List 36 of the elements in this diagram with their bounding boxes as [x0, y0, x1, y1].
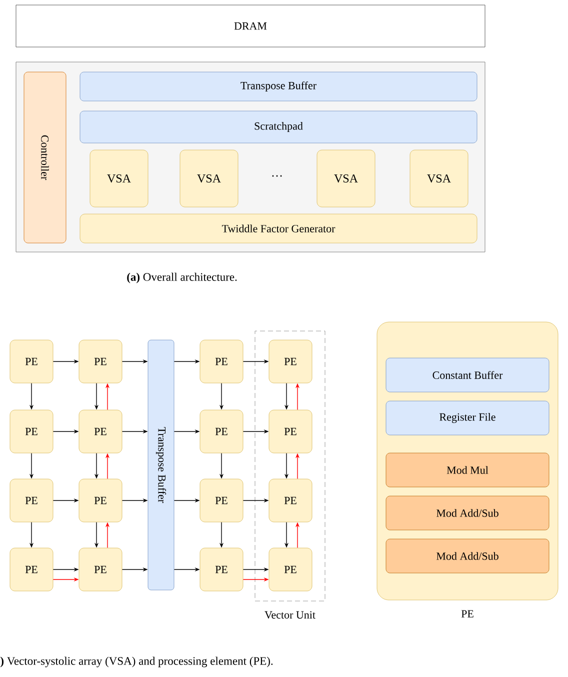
unit-box: PE [10, 548, 54, 592]
unit-box: PE [78, 548, 122, 592]
buffer-box: Scratchpad [80, 110, 478, 144]
unit-box: PE [78, 478, 122, 522]
unit-box: PE [10, 340, 54, 384]
caption: ) Vector-systolic array (VSA) and processing element (PE). [0, 656, 273, 668]
unit-box: PE [200, 478, 244, 522]
unit-box: PE [10, 478, 54, 522]
unit-box: PE [78, 410, 122, 454]
unit-box: Twiddle Factor Generator [80, 214, 478, 244]
module-box: Mod Add/Sub [386, 538, 550, 574]
ellipsis: … [272, 175, 282, 177]
caption: (a) Overall architecture. [127, 272, 237, 284]
unit-box: PE [268, 340, 312, 384]
unit-box: PE [200, 340, 244, 384]
unit-box: PE [10, 410, 54, 454]
unit-box: PE [268, 478, 312, 522]
controller-box: Controller [24, 72, 66, 244]
unit-box: VSA [316, 150, 376, 208]
unit-box: VSA [180, 150, 238, 208]
memory-box: DRAM [16, 4, 486, 48]
buffer-box: Constant Buffer [386, 358, 550, 392]
buffer-box: Transpose Buffer [148, 340, 174, 590]
unit-box: VSA [410, 150, 468, 208]
buffer-box: Transpose Buffer [80, 72, 478, 102]
unit-box: PE [78, 340, 122, 384]
buffer-box: Register File [386, 400, 550, 436]
node-label: PE [461, 610, 474, 618]
unit-box: PE [268, 410, 312, 454]
unit-box: VSA [90, 150, 148, 208]
unit-box: PE [200, 410, 244, 454]
node-label: Vector Unit [264, 611, 316, 619]
module-box: Mod Mul [386, 452, 550, 488]
unit-box: PE [268, 548, 312, 592]
module-box: Mod Add/Sub [386, 496, 550, 530]
unit-box: PE [200, 548, 244, 592]
